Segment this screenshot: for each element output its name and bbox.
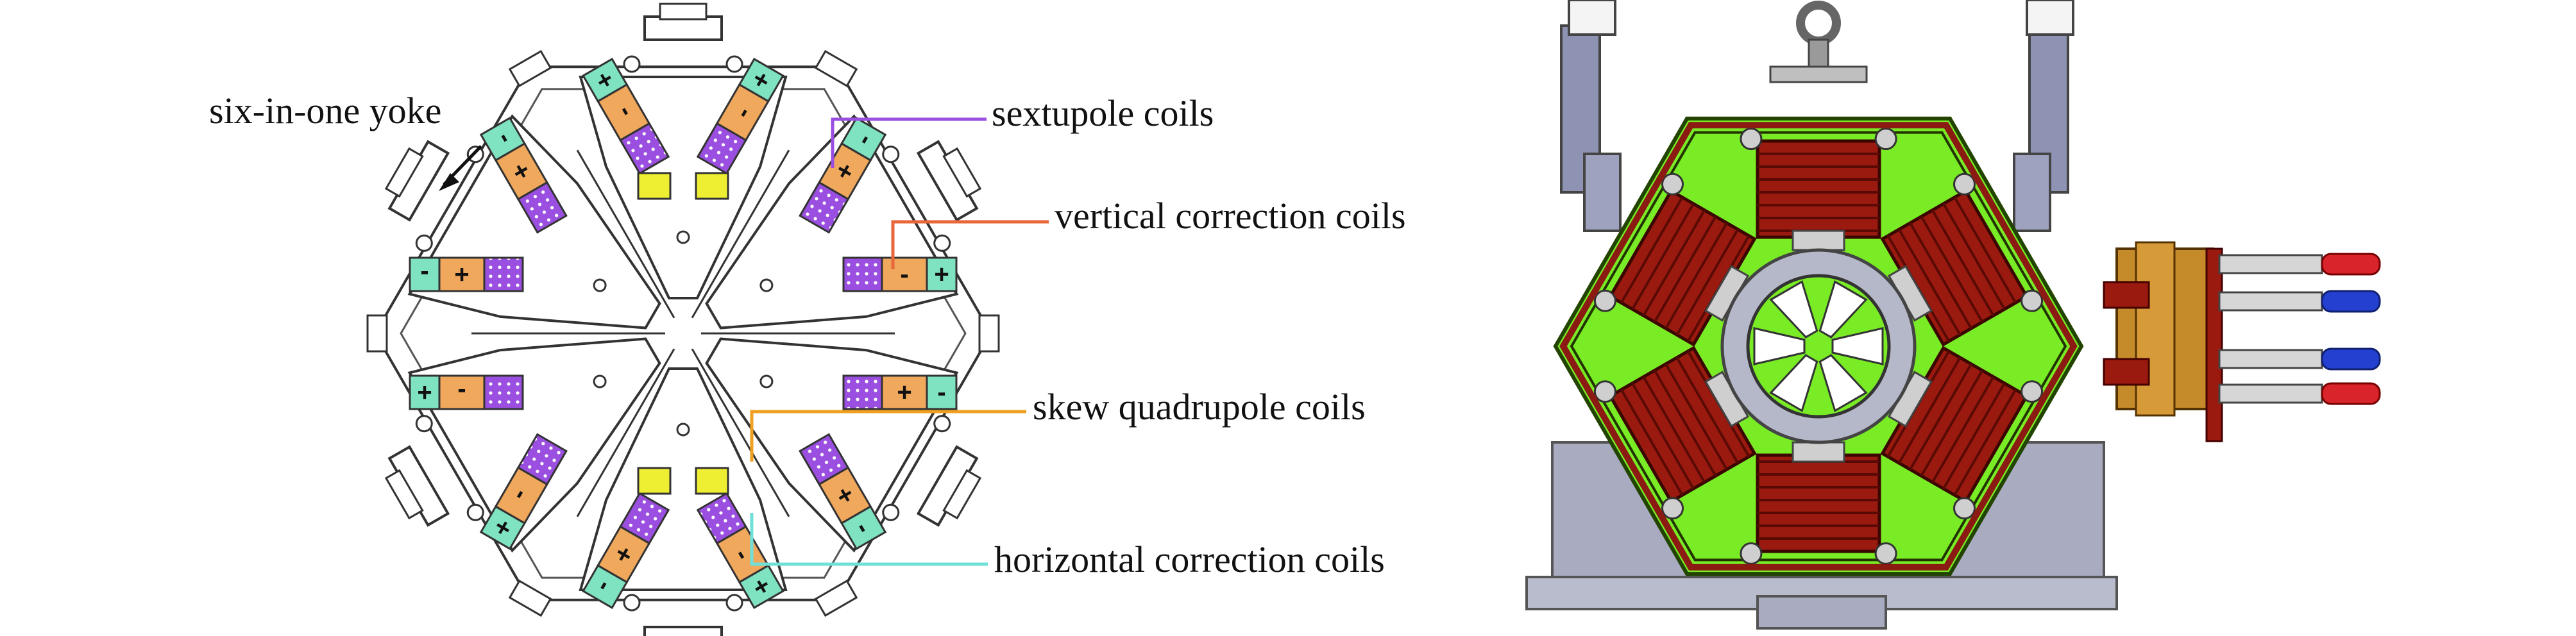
- coil-polarity-sign: -: [937, 378, 945, 406]
- skew-coil-pair: [637, 172, 729, 200]
- horizontal-correction-coil: [926, 374, 958, 410]
- coil-polarity-sign: +: [897, 378, 911, 406]
- hose-connectors: [2218, 253, 2381, 405]
- yoke-corner-block: [508, 49, 552, 87]
- callout-leaders: [750, 117, 1049, 566]
- yoke-mount-tab: [384, 140, 450, 222]
- sextupole-leader: [831, 117, 987, 168]
- yoke-corner-block: [508, 580, 552, 617]
- sextupole-coil: [483, 256, 524, 292]
- coil-stack: -+: [842, 256, 958, 292]
- yoke-mount-tab: [916, 445, 982, 527]
- vertical-label: vertical correction coils: [1055, 195, 1406, 237]
- yoke-inner-outline: [400, 88, 967, 579]
- horizontal-correction-coil: [840, 117, 887, 162]
- yoke-corner-block: [814, 580, 858, 617]
- horizontal-correction-coil: [738, 58, 784, 103]
- coil-stack: +-: [409, 256, 524, 292]
- coil-stack: -+: [479, 433, 568, 550]
- water-manifold: [2103, 241, 2223, 442]
- yoke-mount-tab: [643, 3, 723, 41]
- render-coil: [1756, 139, 1881, 251]
- yoke-corner-block: [814, 49, 858, 87]
- coil-polarity-sign: +: [417, 378, 432, 406]
- sextupole-label: sextupole coils: [992, 92, 1214, 134]
- skew-quadrupole-coil: [695, 467, 729, 495]
- coil-stack: +-: [842, 374, 958, 410]
- vertical-correction-coil: [438, 256, 486, 292]
- horizontal-correction-coil: [738, 564, 784, 609]
- lifting-eye: [1769, 1, 1868, 83]
- yoke-bolts: [1593, 128, 2044, 565]
- yoke-corner-block: [366, 314, 388, 353]
- support-posts: [1560, 0, 2074, 232]
- sextupole-coil: [842, 256, 883, 292]
- vertical-correction-coil: [881, 256, 928, 292]
- vertical-correction-coil: [438, 374, 486, 410]
- coil-stack: -+: [696, 58, 784, 175]
- horizontal-correction-coil: [409, 256, 441, 292]
- coil-polarity-sign: -: [900, 260, 908, 289]
- coil-polarity-sign: +: [934, 260, 949, 289]
- yoke-mount-tab: [643, 626, 723, 636]
- cross-section-drawing: -++--++-+--++--+-++-+--+: [366, 3, 1000, 636]
- yoke-frame-edge: [1570, 131, 2067, 562]
- skew-quadrupole-coil: [637, 467, 672, 495]
- sextupole-coil: [483, 374, 524, 410]
- horizontal-correction-coil: [582, 564, 629, 609]
- six-in-one-yoke: [366, 3, 1000, 636]
- horizontal-correction-coil: [926, 256, 958, 292]
- yoke-mount-tab: [916, 140, 982, 222]
- coil-stack: +-: [479, 117, 568, 234]
- coil-stack: -+: [696, 492, 784, 609]
- skew-coil-pair: [637, 467, 729, 495]
- yoke-corner-block: [978, 314, 1000, 353]
- render-coils: [1607, 139, 2029, 553]
- skew-leader: [750, 410, 1026, 462]
- render-coil: [1607, 346, 1757, 504]
- horizontal-correction-coil: [479, 117, 526, 162]
- coil-stack: -+: [582, 58, 670, 175]
- coil-stack: +-: [582, 492, 670, 609]
- coil-windings: -++--++-+--++--+-++-+--+: [409, 58, 958, 609]
- coil-polarity-sign: -: [457, 378, 466, 406]
- skew-label: skew quadrupole coils: [1033, 386, 1366, 428]
- render-coil: [1880, 346, 2029, 504]
- horizontal-label: horizontal correction coils: [994, 539, 1385, 580]
- render-coil: [1607, 188, 1757, 347]
- sextupole-coil: [842, 374, 883, 410]
- horizontal-leader: [750, 513, 988, 566]
- yoke-label: six-in-one yoke: [209, 90, 441, 131]
- pole-ring: [1720, 248, 1917, 444]
- render-coil: [1756, 441, 1881, 553]
- coil-stack: +-: [799, 433, 887, 550]
- horizontal-correction-coil: [409, 374, 441, 410]
- render-coil: [1880, 188, 2029, 347]
- yoke-arrow: [439, 145, 482, 191]
- skew-quadrupole-coil: [637, 172, 672, 200]
- skew-quadrupole-coil: [695, 172, 729, 200]
- magnet-3d-render: [1525, 0, 2381, 630]
- yoke-mount-tab: [384, 445, 450, 527]
- horizontal-correction-coil: [479, 505, 526, 550]
- horizontal-correction-coil: [840, 505, 887, 550]
- coil-stack: -+: [409, 374, 524, 410]
- coil-stack: +-: [799, 117, 887, 234]
- vertical-leader: [891, 220, 1049, 269]
- coil-polarity-sign: +: [454, 260, 469, 289]
- coil-polarity-sign: -: [420, 260, 428, 289]
- horizontal-correction-coil: [582, 58, 629, 103]
- cooling-pipe-loop: [1559, 122, 2078, 571]
